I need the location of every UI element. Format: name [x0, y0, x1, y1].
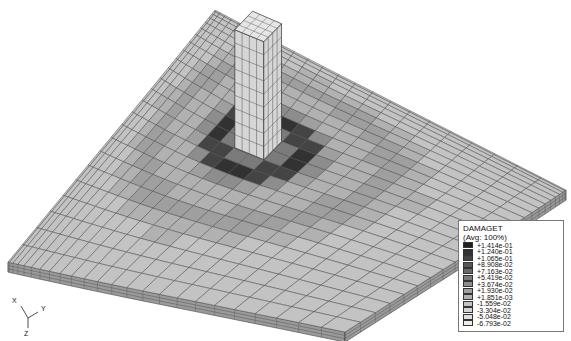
legend-value: +1.240e-01: [477, 248, 513, 255]
edge-mesh: [24, 266, 25, 276]
edge-mesh: [111, 285, 112, 295]
edge-mesh: [389, 303, 390, 313]
variable-name: DAMAGET: [463, 224, 559, 233]
legend-swatch: [463, 242, 473, 248]
impactor-face: [264, 24, 282, 160]
edge-mesh: [345, 332, 346, 341]
axis-label: Z: [24, 329, 28, 339]
legend-value: +1.930e-02: [477, 287, 513, 294]
legend-row: +5.419e-02: [463, 275, 559, 282]
legend-row: +1.414e-01: [463, 242, 559, 249]
legend-row: -6.793e-02: [463, 320, 559, 327]
legend-value: +1.065e-01: [477, 255, 513, 262]
legend-value: +5.419e-02: [477, 274, 513, 281]
edge-mesh: [71, 276, 72, 286]
axis-label: X: [12, 296, 17, 306]
legend-row: +8.908e-02: [463, 262, 559, 269]
legend-row: +1.065e-01: [463, 255, 559, 262]
edge-mesh: [142, 291, 143, 301]
edge-mesh: [84, 279, 85, 289]
legend-swatch: [463, 307, 473, 313]
mesh-element: [321, 317, 360, 332]
legend-row: +1.851e-03: [463, 294, 559, 301]
legend-swatch: [463, 249, 473, 255]
legend-row: -5.048e-02: [463, 314, 559, 321]
edge-mesh: [9, 262, 10, 272]
averaging-note: (Avg: 100%): [463, 233, 559, 242]
ply-line: [345, 193, 566, 335]
impactor-face: [235, 30, 264, 160]
legend-swatch: [463, 268, 473, 274]
impactor-top: [235, 11, 282, 41]
legend-swatch: [463, 281, 473, 287]
legend-value: +1.851e-03: [477, 294, 513, 301]
legend-swatch: [463, 294, 473, 300]
edge-mesh: [455, 262, 456, 272]
legend-row: +1.240e-01: [463, 249, 559, 256]
edge-mesh: [255, 314, 256, 324]
edge-mesh: [545, 204, 546, 214]
edge-mesh: [430, 278, 431, 288]
edge-mesh: [39, 269, 40, 279]
edge-mesh: [443, 270, 444, 280]
legend-row: +7.163e-02: [463, 268, 559, 275]
legend-swatch: [463, 255, 473, 261]
edge-mesh: [298, 323, 299, 333]
edge-mesh: [417, 286, 418, 296]
legend-value: -6.793e-02: [477, 320, 511, 327]
legend-swatch: [463, 320, 473, 326]
edge-mesh: [550, 200, 551, 210]
plate-edge: [345, 190, 566, 341]
edge-mesh: [538, 208, 539, 218]
axis-triad: [21, 306, 38, 328]
legend-value: +7.163e-02: [477, 268, 513, 275]
edge-mesh: [566, 190, 567, 200]
legend-value: +3.674e-02: [477, 281, 513, 288]
ply-line: [345, 197, 566, 339]
legend-row: -1.559e-02: [463, 301, 559, 308]
legend-value: -5.048e-02: [477, 313, 511, 320]
legend-swatch: [463, 314, 473, 320]
edge-mesh: [8, 262, 9, 272]
edge-mesh: [159, 294, 160, 304]
edge-mesh: [360, 322, 361, 332]
edge-mesh: [31, 267, 32, 277]
axis-label: Y: [41, 304, 46, 314]
edge-mesh: [562, 192, 563, 202]
edge-mesh: [195, 302, 196, 312]
plate-edge: [8, 262, 345, 341]
legend-value: -3.304e-02: [477, 307, 511, 314]
legend-value: +8.908e-02: [477, 261, 513, 268]
edge-mesh: [126, 288, 127, 298]
legend-panel: DAMAGET(Avg: 100%)+1.414e-01+1.240e-01+1…: [458, 220, 564, 332]
edge-mesh: [321, 327, 322, 337]
legend-swatch: [463, 262, 473, 268]
legend-row: -3.304e-02: [463, 307, 559, 314]
edge-mesh: [177, 298, 178, 308]
edge-mesh: [17, 264, 18, 274]
edge-mesh: [12, 263, 13, 273]
edge-mesh: [49, 271, 50, 281]
edge-mesh: [555, 197, 556, 207]
edge-mesh: [234, 309, 235, 319]
legend-value: -1.559e-02: [477, 300, 511, 307]
edge-mesh: [97, 282, 98, 292]
legend-row: +1.930e-02: [463, 288, 559, 295]
edge-mesh: [60, 274, 61, 284]
edge-mesh: [375, 313, 376, 323]
edge-mesh: [276, 318, 277, 328]
edge-mesh: [214, 305, 215, 315]
edge-mesh: [565, 191, 566, 201]
legend-row: +3.674e-02: [463, 281, 559, 288]
legend-swatch: [463, 275, 473, 281]
edge-mesh: [403, 294, 404, 304]
legend-value: +1.414e-01: [477, 242, 513, 249]
legend-swatch: [463, 288, 473, 294]
edge-mesh: [559, 194, 560, 204]
legend-swatch: [463, 301, 473, 307]
